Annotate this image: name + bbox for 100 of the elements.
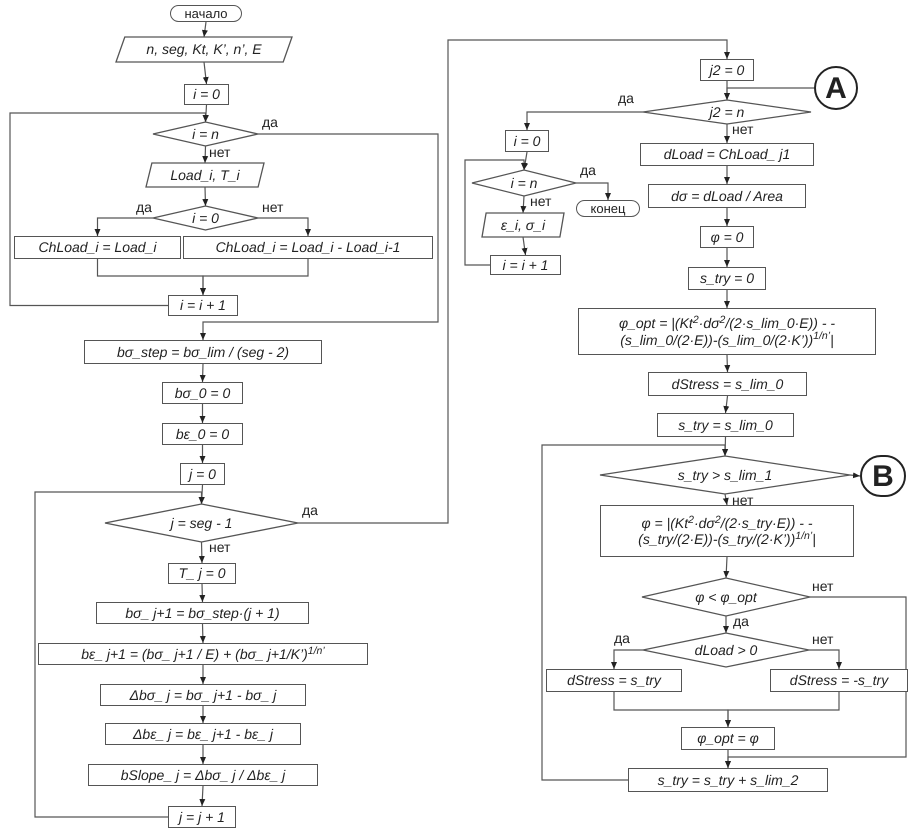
decision-diamond: dLoad > 0 (643, 633, 809, 667)
decision-diamond: i = n (153, 122, 258, 146)
arrow (722, 494, 729, 506)
arrow (199, 786, 206, 806)
arrow (200, 745, 206, 764)
arrow (200, 445, 206, 463)
io-parallelogram: Load_i, T_i (146, 163, 264, 187)
arrow (520, 196, 526, 214)
decision-diamond: j2 = n (643, 100, 811, 124)
arrow (724, 354, 730, 372)
arrow (725, 750, 731, 768)
arrow (524, 111, 643, 130)
process-box: bε_0 = 0 (162, 423, 243, 445)
process-box: j = j + 1 (168, 806, 236, 828)
process-box: dStress = s_try (546, 669, 682, 692)
process-box: s_try = 0 (688, 267, 766, 290)
process-box: s_try = s_try + s_lim_2 (628, 768, 828, 792)
process-box: bε_ j+1 = (bσ_ j+1 / E) + (bσ_ j+1/K’)$^{1/n’}$ (38, 643, 368, 665)
process-box: dσ = dLoad / Area (648, 184, 806, 208)
edge-label: нет (209, 540, 230, 554)
arrow (724, 124, 730, 143)
arrow (200, 706, 206, 723)
arrow (850, 472, 860, 478)
process-box: i = 0 (505, 130, 549, 152)
arrow (34, 491, 204, 818)
arrow (723, 616, 729, 633)
process-box: bσ_0 = 0 (162, 382, 243, 404)
decision-diamond: i = 0 (153, 206, 258, 230)
arrow (809, 649, 842, 669)
arrow (464, 159, 527, 266)
process-box: φ = |(Kt$^{2}$·dσ$^{2}$/(2·s_try·E)) - - (s_try/(2·E))-(s_try/(2·K’))$^{1/n’}$| (600, 505, 854, 557)
process-box: T_ j = 0 (168, 563, 236, 584)
edge-label: нет (262, 200, 284, 214)
arrow (725, 692, 840, 727)
arrow (198, 542, 205, 564)
arrow (724, 248, 730, 267)
arrow (522, 236, 528, 256)
arrow (199, 584, 206, 602)
arrow (202, 22, 208, 38)
decision-diamond: j = seg - 1 (105, 504, 298, 542)
arrow (724, 166, 730, 184)
io-parallelogram: n, seg, Kt, K’, n’, E (116, 37, 292, 62)
arrow (202, 186, 208, 206)
edge-label: да (302, 503, 318, 517)
arrow (198, 484, 205, 504)
edge-label: нет (732, 122, 754, 136)
arrow (298, 39, 730, 524)
process-box: s_try = s_lim_0 (657, 413, 794, 437)
process-box: ChLoad_i = Load_i (14, 236, 181, 259)
process-box: dStress = s_lim_0 (648, 372, 807, 396)
edge-label: да (136, 200, 152, 214)
process-box: bSlope_ j = Δbσ_ j / Δbε_ j (88, 764, 318, 786)
decision-diamond: i = n (472, 170, 576, 196)
arrow (541, 444, 728, 781)
arrow (724, 87, 814, 100)
process-box: Δbσ_ j = bσ_ j+1 - bσ_ j (100, 684, 306, 706)
arrow (724, 208, 730, 226)
arrow (723, 556, 730, 578)
arrow (9, 112, 208, 306)
process-box: φ = 0 (700, 226, 754, 248)
decision-diamond: s_try > s_lim_1 (600, 456, 850, 494)
arrow (200, 624, 206, 644)
process-box: bσ_step = bσ_lim / (seg - 2) (84, 340, 322, 364)
process-box: Δbε_ j = bε_ j+1 - bε_ j (105, 723, 301, 745)
arrow (611, 649, 643, 669)
arrow (576, 182, 611, 200)
arrow (200, 259, 309, 295)
edge-label: да (614, 631, 630, 645)
process-box: ChLoad_i = Load_i - Load_i-1 (183, 236, 433, 259)
arrow (724, 290, 730, 308)
arrow (202, 104, 209, 122)
edge-label: нет (812, 579, 834, 593)
process-box: j2 = 0 (700, 59, 754, 81)
arrow (94, 217, 153, 236)
terminator: начало (170, 5, 242, 22)
arrow (723, 396, 730, 414)
io-parallelogram: ε_i, σ_i (482, 213, 564, 237)
edge-label: да (733, 614, 749, 628)
process-box: bσ_ j+1 = bσ_step·(j + 1) (96, 602, 309, 624)
arrow (722, 436, 728, 456)
process-box: i = 0 (184, 84, 229, 105)
arrow (200, 133, 439, 340)
edge-label: да (262, 115, 278, 129)
edge-label: нет (530, 194, 552, 208)
arrow (522, 152, 528, 170)
arrow (200, 665, 206, 684)
arrow (202, 146, 208, 164)
process-box: j = 0 (180, 463, 225, 485)
edge-label: нет (732, 493, 754, 507)
process-box: φ_opt = |(Kt$^{2}$·dσ$^{2}$/(2·s_lim_0·E)) - - (s_lim_0/(2·E))-(s_lim_0/(2·K’))$^{1/n’}$| (578, 308, 876, 355)
terminator: конец (576, 200, 640, 217)
process-box: φ_opt = φ (681, 727, 775, 750)
process-box: dLoad = ChLoad_ j1 (640, 143, 814, 166)
edge-label: да (618, 91, 634, 105)
arrow (258, 217, 311, 236)
arrow (200, 404, 206, 423)
edge-label: да (580, 163, 596, 177)
edge-label: нет (209, 145, 230, 159)
edge-label: нет (812, 632, 834, 646)
process-box: i = i + 1 (168, 295, 238, 316)
